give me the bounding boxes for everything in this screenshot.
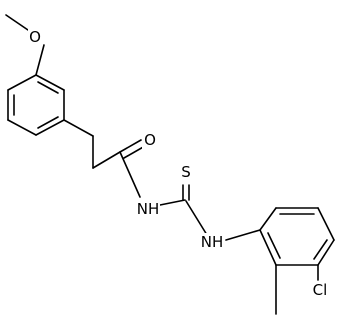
amide-nh-bg: [136, 200, 160, 218]
bond-ring1-ch2: [63, 119, 94, 137]
bond-ring2-double-2: [313, 239, 328, 260]
bond-ring2-double-3: [267, 232, 281, 259]
bond-ring2-a: [259, 207, 277, 231]
bond-ring1-double-3: [37, 81, 59, 94]
bond-ring2-c: [317, 207, 335, 241]
bond-ring2-f: [259, 229, 277, 266]
carbonyl-oxygen-label: O: [144, 131, 156, 149]
methoxy-o-bg: [28, 28, 42, 46]
bond-ring1-c: [7, 119, 37, 136]
bond-ring2-d: [317, 239, 335, 266]
bond-ome-ring: [35, 44, 45, 76]
bond-carbonyl-nh: [119, 151, 141, 198]
amide-nh-label: NH: [137, 200, 160, 218]
methoxy-oxygen-label: O: [29, 28, 41, 46]
bond-ring1-d: [35, 119, 65, 136]
atom-labels: O O S NH NH Cl: [28, 28, 332, 299]
carbonyl-o-bg: [142, 131, 158, 149]
bond-ome-methyl: [5, 14, 29, 31]
bond-thioc-nh2: [185, 200, 208, 236]
bonds: [5, 14, 335, 315]
aryl-nh-bg: [199, 233, 225, 251]
aryl-nh-label: NH: [201, 233, 224, 251]
bond-ring1-a: [7, 74, 37, 91]
bond-carbonyl-o-2: [123, 145, 146, 159]
bond-ring1-f: [35, 74, 65, 91]
bond-nh-thioc: [159, 199, 186, 206]
bond-nh2-ring2: [225, 229, 261, 241]
bond-ring1-double-2: [37, 116, 59, 129]
chlorine-label: Cl: [313, 281, 328, 299]
bond-ch2-link: [92, 151, 121, 169]
sulfur-label: S: [181, 163, 191, 181]
thio-s-bg: [179, 163, 193, 181]
bond-carbonyl-o: [119, 139, 142, 153]
chloro-bg: [308, 281, 332, 299]
